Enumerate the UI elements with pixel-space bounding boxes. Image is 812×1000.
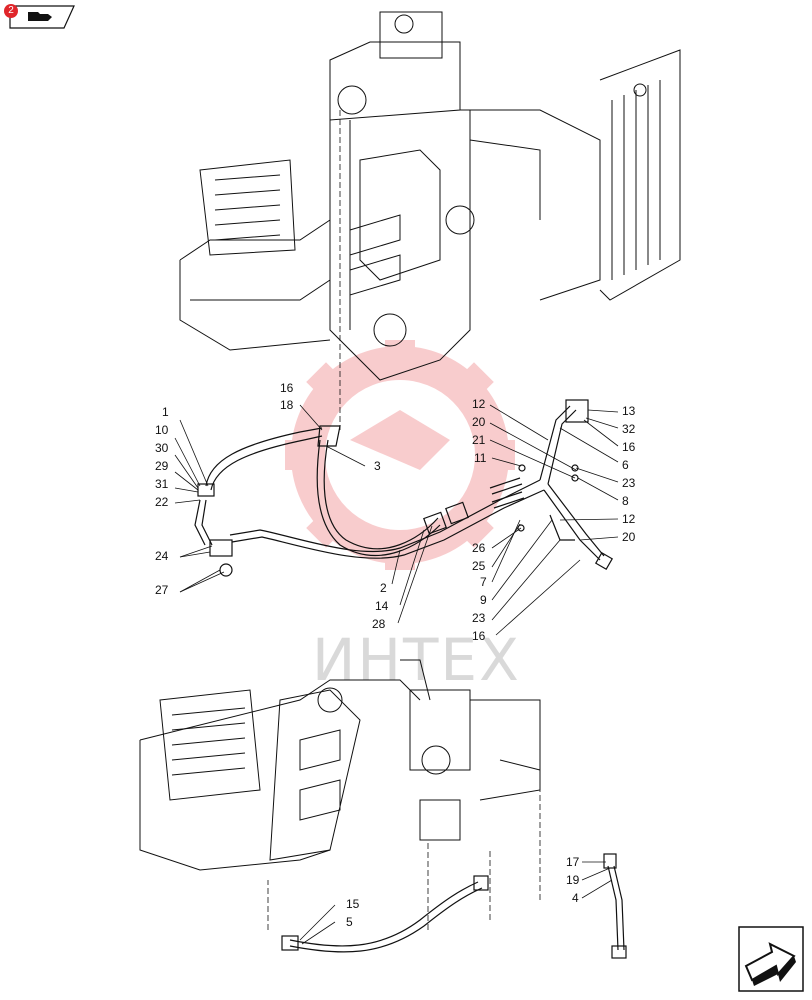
callout-1: 1 (162, 405, 169, 419)
callout-12-upper: 12 (472, 397, 486, 411)
callout-3: 3 (374, 459, 381, 473)
callout-20-upper: 20 (472, 415, 486, 429)
callout-31: 31 (155, 477, 169, 491)
folder-arrow-icon (9, 5, 75, 29)
page-number-badge: 2 (4, 4, 18, 18)
callout-25: 25 (472, 559, 486, 573)
callout-19: 19 (566, 873, 580, 887)
callout-24: 24 (155, 549, 169, 563)
next-page-arrow-icon (738, 926, 804, 992)
next-page-button[interactable] (738, 926, 804, 992)
callout-5: 5 (346, 915, 353, 929)
callout-32: 32 (622, 422, 636, 436)
callout-23-right: 23 (622, 476, 636, 490)
callout-4: 4 (572, 891, 579, 905)
upper-frame-drawing (179, 11, 681, 381)
callout-10: 10 (155, 423, 169, 437)
callout-14: 14 (375, 599, 389, 613)
callout-22: 22 (155, 495, 169, 509)
callout-7: 7 (480, 575, 487, 589)
callout-labels: 16 18 1 10 30 29 31 22 24 27 3 2 14 28 1… (155, 381, 636, 929)
callout-2: 2 (380, 581, 387, 595)
lower-hoses (281, 853, 627, 959)
callout-15: 15 (346, 897, 360, 911)
callout-12-right: 12 (622, 512, 636, 526)
callout-26: 26 (472, 541, 486, 555)
callout-16: 16 (280, 381, 294, 395)
callout-27: 27 (155, 583, 169, 597)
callout-6: 6 (622, 458, 629, 472)
lower-frame-drawing (139, 659, 541, 871)
dashed-leaders (267, 110, 541, 930)
callout-11: 11 (474, 451, 487, 465)
callout-8: 8 (622, 494, 629, 508)
watermark-gear (285, 340, 515, 570)
callout-23-lower: 23 (472, 611, 486, 625)
callout-13: 13 (622, 404, 636, 418)
hose-assembly (194, 399, 614, 577)
callout-17: 17 (566, 855, 580, 869)
callout-29: 29 (155, 459, 169, 473)
callout-20-right: 20 (622, 530, 636, 544)
callout-9: 9 (480, 593, 487, 607)
callout-28: 28 (372, 617, 386, 631)
prev-page-button[interactable]: 2 (4, 4, 76, 30)
callout-21: 21 (472, 433, 486, 447)
callout-16-lower: 16 (472, 629, 486, 643)
callout-leaders (174, 404, 619, 945)
callout-30: 30 (155, 441, 169, 455)
callout-18: 18 (280, 398, 294, 412)
callout-16-right: 16 (622, 440, 636, 454)
